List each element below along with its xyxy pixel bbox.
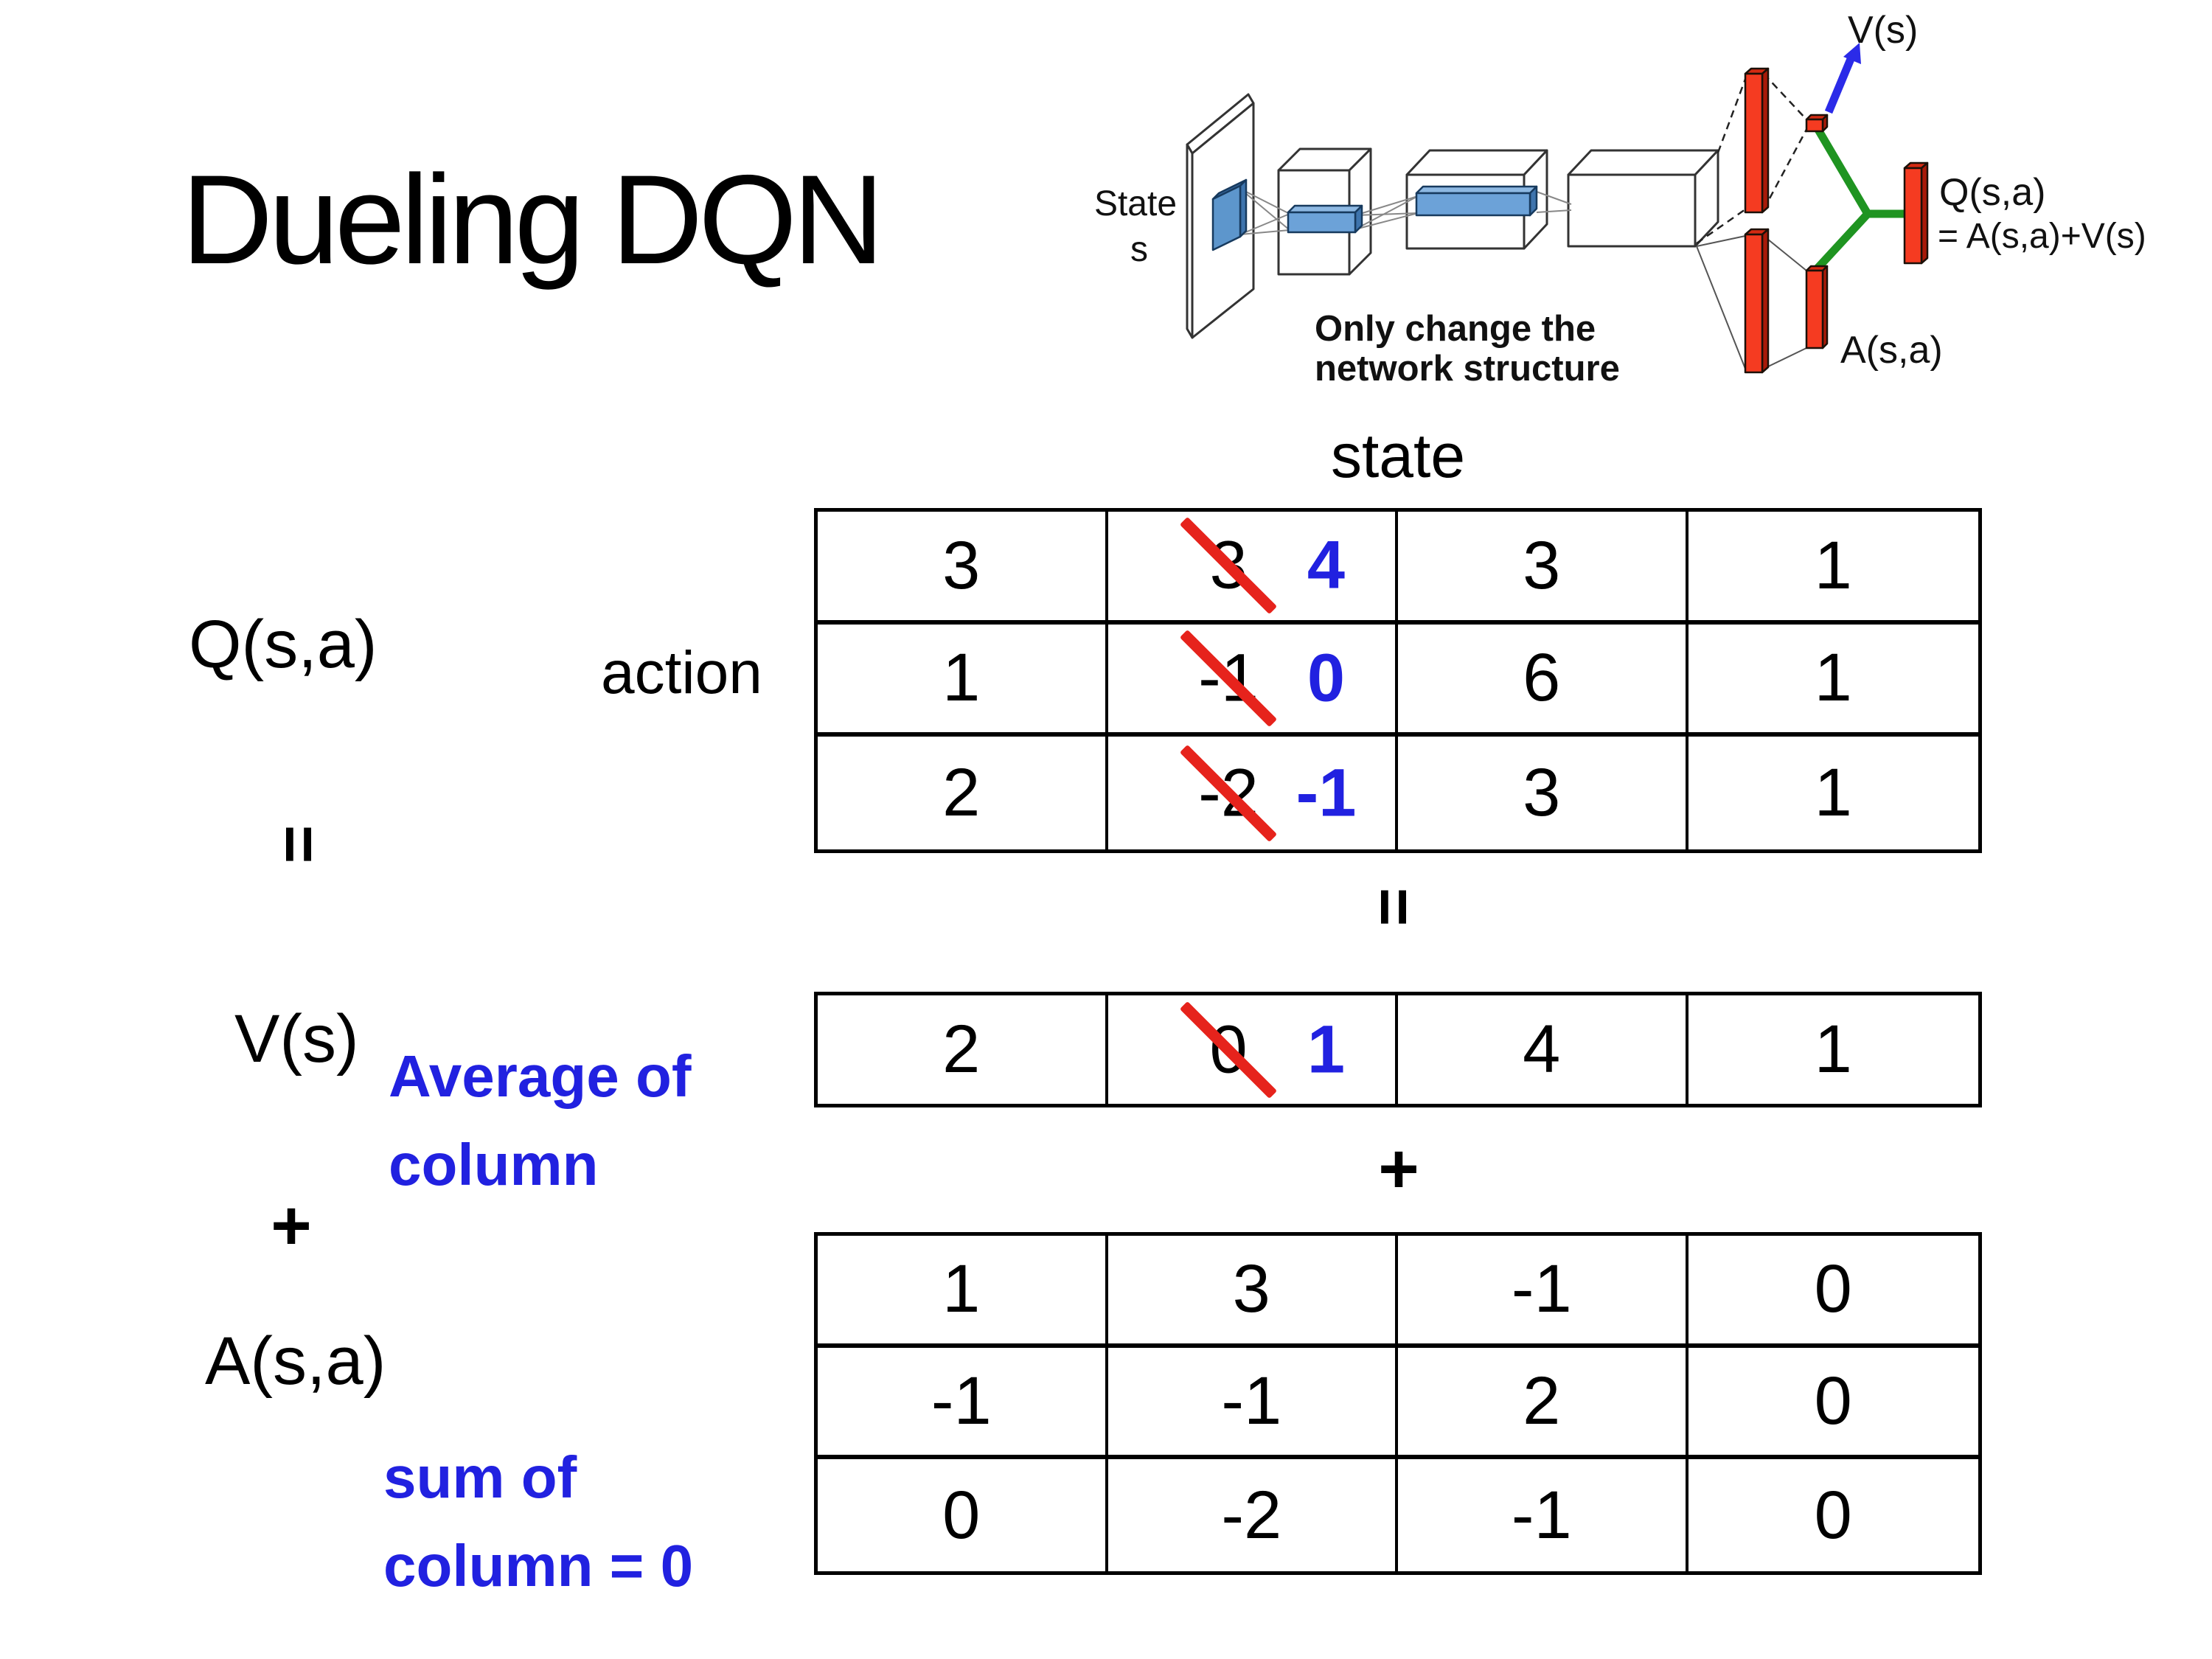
feature-slab-1 bbox=[1287, 204, 1363, 234]
table-cell: -1 bbox=[1398, 1236, 1688, 1348]
sum-note-line2: column = 0 bbox=[383, 1533, 694, 1599]
action-label: action bbox=[601, 639, 762, 706]
sum-note-line1: sum of bbox=[383, 1444, 577, 1510]
q-matrix-label: Q(s,a) bbox=[189, 607, 378, 682]
plus-sign-center: + bbox=[1378, 1130, 1419, 1208]
table-cell: -1 bbox=[1398, 1459, 1688, 1571]
diagram-v-label: V(s) bbox=[1848, 9, 1918, 52]
conv-filter-icon bbox=[1211, 178, 1248, 251]
fc-dashed-lines bbox=[1696, 73, 1809, 245]
table-cell: -2-1 bbox=[1108, 737, 1398, 849]
table-cell: 1 bbox=[818, 624, 1108, 737]
v-node bbox=[1805, 114, 1829, 133]
table-cell: -2 bbox=[1108, 1459, 1398, 1571]
fc-layer-bar-top bbox=[1744, 67, 1770, 214]
sum-note: sum of column = 0 bbox=[383, 1433, 693, 1610]
table-cell: 3 bbox=[1398, 737, 1688, 849]
replacement-value: 1 bbox=[1307, 1012, 1346, 1087]
replacement-value: 0 bbox=[1307, 640, 1346, 716]
diagram-state-label-line2: s bbox=[1130, 230, 1148, 269]
page-title: Dueling DQN bbox=[181, 149, 884, 291]
state-header-label: state bbox=[1330, 421, 1466, 490]
v-output-arrow bbox=[1824, 43, 1861, 114]
table-cell: 0 bbox=[818, 1459, 1108, 1571]
table-cell: 1 bbox=[1688, 625, 1978, 737]
diagram-note-line2: network structure bbox=[1315, 349, 1620, 389]
fc-solid-lines bbox=[1696, 235, 1807, 369]
average-note-line1: Average of bbox=[389, 1043, 692, 1109]
table-cell: 4 bbox=[1398, 995, 1688, 1104]
plus-sign-left: + bbox=[271, 1186, 312, 1265]
a-node bbox=[1805, 265, 1829, 349]
table-cell: 1 bbox=[1688, 512, 1978, 625]
equals-sign-center: = bbox=[1357, 887, 1430, 927]
table-cell: 3 bbox=[1107, 1236, 1398, 1348]
equals-sign-left: = bbox=[262, 824, 335, 864]
table-cell: 0 bbox=[1688, 1348, 1978, 1460]
a-matrix-label: A(s,a) bbox=[205, 1324, 386, 1399]
diagram-q-label-line2: = A(s,a)+V(s) bbox=[1938, 217, 2146, 256]
table-cell: 6 bbox=[1398, 624, 1688, 737]
table-cell: 2 bbox=[1398, 1347, 1688, 1460]
diagram-q-label-line1: Q(s,a) bbox=[1939, 171, 2045, 214]
table-cell: 1 bbox=[1814, 755, 1852, 831]
average-note: Average of column bbox=[389, 1032, 692, 1209]
table-cell: 01 bbox=[1108, 995, 1398, 1104]
feature-slab-2 bbox=[1415, 185, 1538, 217]
network-diagram: State s V(s) Q(s,a) = A(s,a)+V(s) A(s,a)… bbox=[1094, 9, 2146, 389]
fc-layer-bar-bottom bbox=[1744, 228, 1770, 374]
table-cell: 0 bbox=[1688, 1236, 1978, 1348]
merge-connector bbox=[1812, 128, 1910, 274]
v-table: 20141 bbox=[814, 992, 1982, 1107]
table-cell: 2 bbox=[818, 737, 1108, 849]
diagram-note-line1: Only change the bbox=[1315, 309, 1596, 349]
table-cell: 34 bbox=[1107, 512, 1398, 625]
average-note-line2: column bbox=[389, 1132, 599, 1197]
table-cell: -1 bbox=[818, 1347, 1108, 1460]
table-cell: 3 bbox=[1398, 512, 1688, 625]
q-node bbox=[1903, 161, 1929, 265]
table-cell: 1 bbox=[1814, 1012, 1852, 1087]
table-cell: 3 bbox=[818, 512, 1108, 625]
table-cell: 1 bbox=[818, 1236, 1108, 1348]
diagram-state-label-line1: State bbox=[1094, 184, 1177, 223]
projection-lines bbox=[1239, 188, 1572, 235]
replacement-value: 4 bbox=[1307, 527, 1346, 603]
table-cell: 2 bbox=[818, 995, 1108, 1104]
conv-box-3 bbox=[1567, 149, 1719, 248]
v-matrix-label: V(s) bbox=[234, 1001, 359, 1077]
diagram-a-label: A(s,a) bbox=[1840, 329, 1943, 372]
table-cell: 0 bbox=[1814, 1477, 1852, 1553]
table-cell: -10 bbox=[1107, 624, 1398, 737]
table-cell: -1 bbox=[1107, 1347, 1398, 1460]
replacement-value: -1 bbox=[1295, 755, 1357, 831]
